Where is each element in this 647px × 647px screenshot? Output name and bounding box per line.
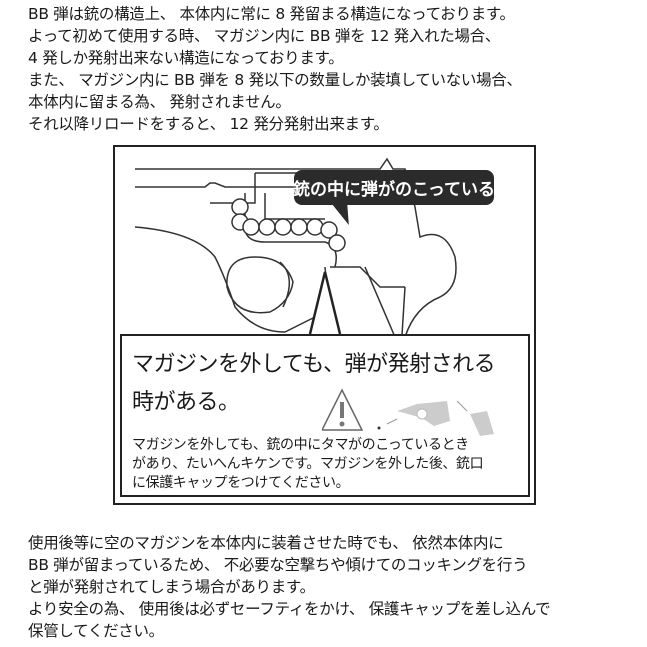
intro-paragraph: BB 弾は銃の構造上、 本体内に常に 8 発留まる構造になっております。 よって… (28, 3, 522, 135)
warning-heading: マガジンを外しても、弾が発射される 時がある。 (132, 346, 496, 422)
text-line: また、 マガジン内に BB 弾を 8 発以下の数量しか装填していない場合、 (28, 71, 522, 89)
gun-icon (377, 400, 494, 436)
warning-body-line: マガジンを外しても、銃の中にタマがのこっているとき (132, 437, 469, 453)
text-line: 使用後等に空のマガジンを本体内に装着させた時でも、 依然本体内に (28, 534, 504, 552)
gun-diagram-figure: 銃の中に弾がのこっている マガジンを外しても、弾が発射される 時がある。 マガジ… (113, 145, 536, 505)
text-line: と弾が発射されてしまう場合があります。 (28, 578, 315, 596)
text-line: より安全の為、 使用後は必ずセーフティをかけ、 保護キャップを差し込んで (28, 600, 551, 618)
bubble-label: 銃の中に弾がのこっている (293, 170, 495, 205)
text-line: BB 弾が留まっているため、 不必要な空撃ちや傾けてのコッキングを行う (28, 556, 528, 574)
warning-callout: マガジンを外しても、弾が発射される 時がある。 マガジンを外しても、銃の中にタマ… (120, 334, 530, 497)
closing-paragraph: 使用後等に空のマガジンを本体内に装着させた時でも、 依然本体内に BB 弾が留ま… (28, 532, 551, 642)
text-line: 保管してください。 (28, 622, 164, 640)
gun-cutaway-illustration (134, 157, 457, 408)
text-line: それ以降リロードをすると、 12 発分発射出来ます。 (28, 115, 389, 133)
text-line: 本体内に留まる為、 発射されません。 (28, 93, 291, 111)
warning-body: マガジンを外しても、銃の中にタマがのこっているとき があり、たいへんキケンです。… (132, 436, 484, 493)
warning-heading-line: 時がある。 (132, 390, 240, 415)
warning-body-line: に保護キャップをつけてください。 (132, 475, 350, 491)
warning-heading-line: マガジンを外しても、弾が発射される (132, 352, 496, 377)
bb-pellets (231, 198, 346, 252)
text-line: BB 弾は銃の構造上、 本体内に常に 8 発留まる構造になっております。 (28, 5, 515, 23)
text-line: よって初めて使用する時、 マガジン内に BB 弾を 12 発入れた場合、 (28, 27, 501, 45)
warning-triangle-icon (322, 388, 494, 436)
text-line: 4 発しか発射出来ない構造になっております。 (28, 49, 344, 67)
warning-body-line: があり、たいへんキケンです。マガジンを外した後、銃口 (132, 456, 484, 472)
